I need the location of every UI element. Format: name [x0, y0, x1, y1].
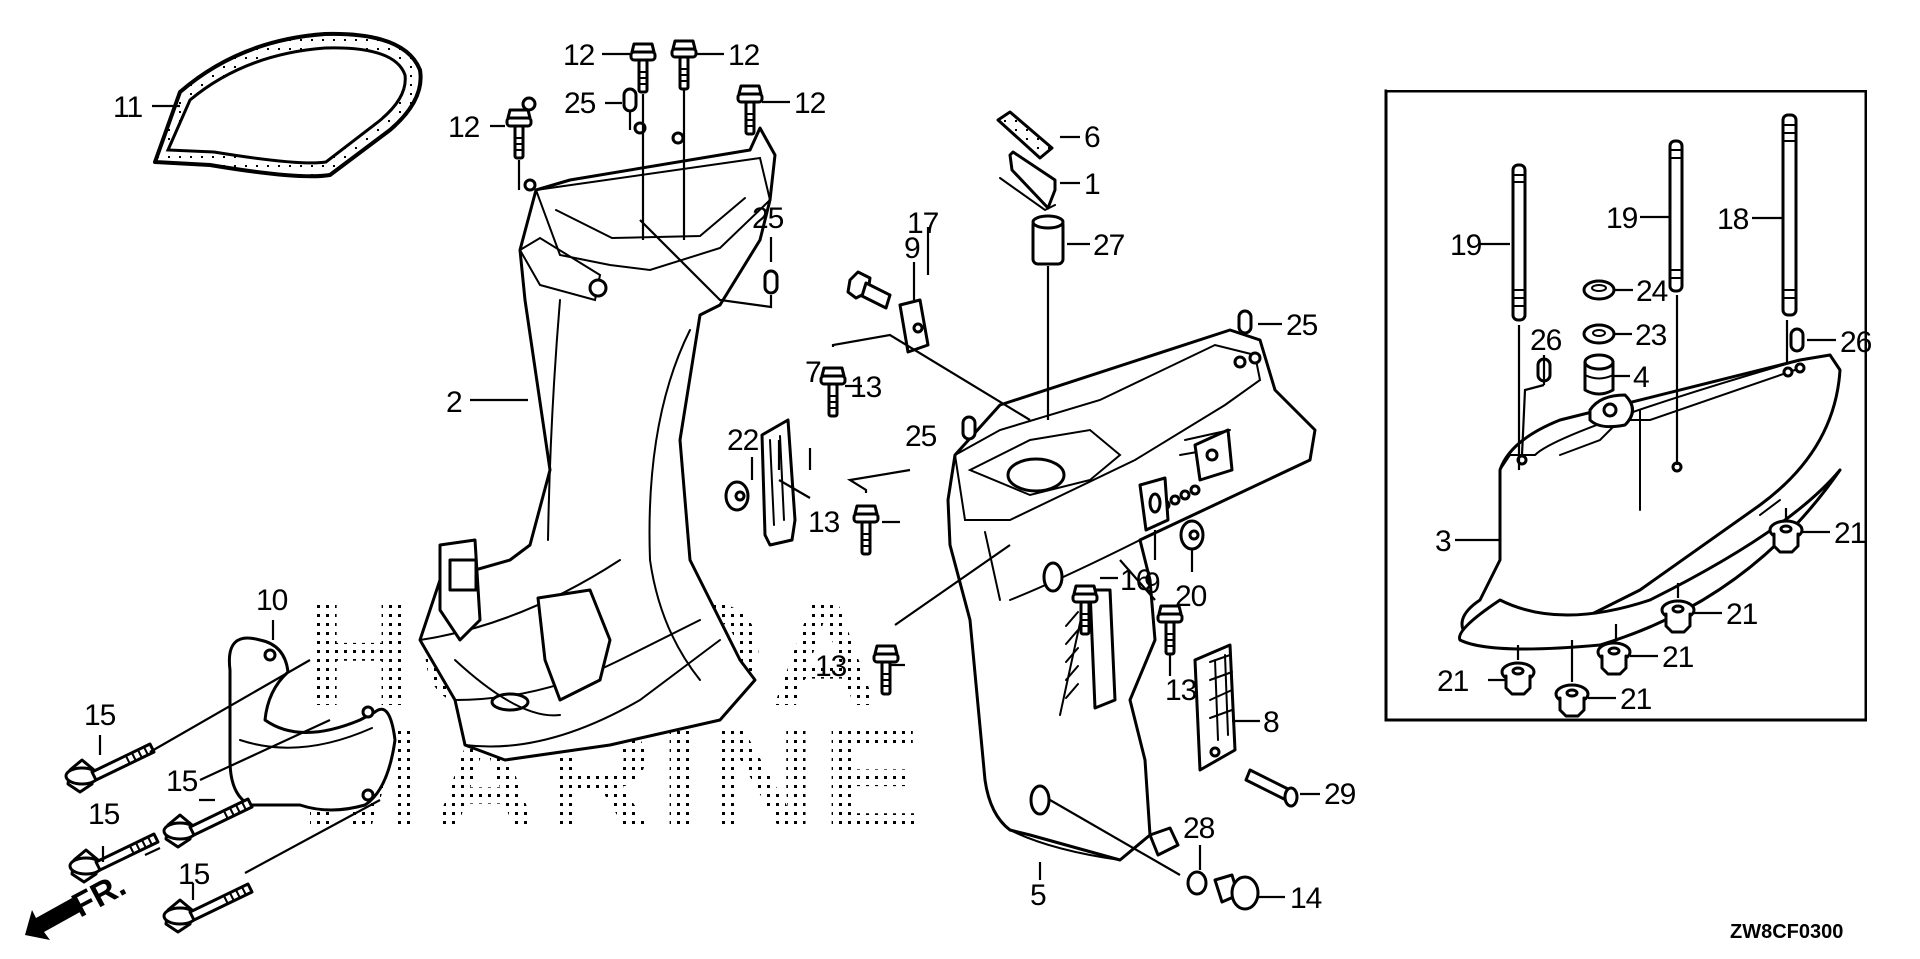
part-21-nut-d[interactable]: [1500, 661, 1536, 696]
part-25-pin-d[interactable]: [961, 415, 977, 441]
callout-12[interactable]: 12: [448, 111, 481, 144]
callout-13[interactable]: 13: [815, 650, 848, 683]
callout-21[interactable]: 21: [1726, 598, 1759, 631]
part-21-nut-c[interactable]: [1596, 641, 1632, 676]
callout-25[interactable]: 25: [905, 420, 938, 453]
callout-22[interactable]: 22: [727, 424, 760, 457]
callout-21[interactable]: 21: [1662, 641, 1695, 674]
callout-1[interactable]: 1: [1084, 168, 1101, 201]
callout-15[interactable]: 15: [166, 765, 199, 798]
callout-5[interactable]: 5: [1030, 879, 1047, 912]
leader-lines: [98, 52, 1836, 900]
callout-25[interactable]: 25: [564, 87, 597, 120]
part-19-stud-b[interactable]: [1668, 139, 1684, 293]
part-21-nut-e[interactable]: [1554, 683, 1590, 718]
part-9-plate-b[interactable]: [1138, 476, 1170, 532]
callout-29[interactable]: 29: [1324, 778, 1357, 811]
part-15-bolt-b[interactable]: [162, 797, 254, 849]
callout-25[interactable]: 25: [752, 202, 785, 235]
part-12-bolt-a[interactable]: [629, 42, 657, 94]
part-27-collar[interactable]: [1031, 214, 1065, 266]
part-24-washer[interactable]: [1582, 279, 1616, 301]
callout-20[interactable]: 20: [1175, 580, 1208, 613]
callout-28[interactable]: 28: [1183, 812, 1216, 845]
figure-code: ZW8CF0300: [1730, 921, 1843, 943]
callout-19[interactable]: 19: [1606, 202, 1639, 235]
part-28-washer[interactable]: [1186, 870, 1208, 896]
callout-19[interactable]: 19: [1450, 229, 1483, 262]
callout-24[interactable]: 24: [1636, 275, 1669, 308]
part-22-nut[interactable]: [724, 480, 750, 512]
callout-25[interactable]: 25: [1286, 309, 1319, 342]
part-20-nut[interactable]: [1179, 519, 1205, 551]
callout-18[interactable]: 18: [1717, 203, 1750, 236]
part-25-pin-c[interactable]: [1237, 309, 1253, 335]
part-14-plug[interactable]: [1213, 873, 1260, 911]
callout-27[interactable]: 27: [1093, 229, 1126, 262]
part-3-under-case-inset[interactable]: [1458, 353, 1842, 651]
part-10-bracket[interactable]: [227, 636, 397, 812]
callout-8[interactable]: 8: [1263, 706, 1280, 739]
front-arrow-icon: [25, 898, 80, 940]
part-12-bolt-d[interactable]: [505, 108, 533, 160]
callout-21[interactable]: 21: [1620, 683, 1653, 716]
part-13-bolt-a[interactable]: [819, 366, 847, 418]
callout-11[interactable]: 11: [113, 91, 143, 124]
callout-6[interactable]: 6: [1084, 121, 1101, 154]
part-26-pin-b[interactable]: [1789, 327, 1805, 353]
part-23-washer[interactable]: [1582, 323, 1616, 345]
callout-13[interactable]: 13: [1165, 674, 1198, 707]
callout-21[interactable]: 21: [1834, 517, 1867, 550]
callout-10[interactable]: 10: [256, 584, 289, 617]
callout-13[interactable]: 13: [850, 371, 883, 404]
part-21-nut-a[interactable]: [1768, 519, 1804, 554]
part-25-pin-b[interactable]: [763, 269, 779, 295]
part-11-gasket[interactable]: [153, 31, 423, 179]
callout-12[interactable]: 12: [563, 39, 596, 72]
callout-7[interactable]: 7: [805, 356, 822, 389]
callout-13[interactable]: 13: [808, 506, 841, 539]
part-29-screw[interactable]: [1244, 768, 1299, 808]
callout-labels: 11 12 12 12 12 25 25 25 25 2 6 1 27 17 9…: [84, 39, 1873, 915]
callout-15[interactable]: 15: [84, 699, 117, 732]
callout-9[interactable]: 9: [1144, 567, 1161, 600]
part-5-under-case[interactable]: [946, 328, 1317, 862]
callout-4[interactable]: 4: [1633, 361, 1650, 394]
part-6-rubber[interactable]: [996, 110, 1054, 160]
inset-panel-frame: [1384, 89, 1868, 722]
part-9-plate-a[interactable]: [898, 298, 930, 354]
part-12-bolt-c[interactable]: [736, 84, 764, 136]
callout-15[interactable]: 15: [178, 858, 211, 891]
callout-26[interactable]: 26: [1530, 324, 1563, 357]
part-18-stud[interactable]: [1781, 113, 1798, 317]
part-13-bolt-d[interactable]: [1156, 604, 1184, 656]
part-12-bolt-b[interactable]: [670, 39, 698, 91]
part-15-bolt-d[interactable]: [162, 882, 254, 934]
part-1-mount[interactable]: [999, 150, 1057, 212]
part-25-pin-a[interactable]: [622, 87, 638, 113]
callout-23[interactable]: 23: [1635, 319, 1668, 352]
part-17-bolt[interactable]: [846, 270, 892, 310]
part-4-collar[interactable]: [1583, 353, 1615, 396]
callout-21[interactable]: 21: [1437, 665, 1470, 698]
callout-12[interactable]: 12: [728, 39, 761, 72]
part-15-bolt-a[interactable]: [64, 742, 156, 794]
callout-3[interactable]: 3: [1435, 525, 1452, 558]
callout-26[interactable]: 26: [1840, 326, 1873, 359]
callout-2[interactable]: 2: [446, 386, 463, 419]
callout-15[interactable]: 15: [88, 798, 121, 831]
callout-17[interactable]: 17: [907, 207, 940, 240]
part-13-bolt-b[interactable]: [852, 504, 880, 556]
callout-9[interactable]: 9: [904, 232, 921, 265]
part-8-water-screen[interactable]: [1193, 643, 1237, 772]
callout-14[interactable]: 14: [1290, 882, 1323, 915]
callout-16[interactable]: 16: [1120, 564, 1153, 597]
part-7-water-screen[interactable]: [760, 418, 797, 547]
part-21-nut-b[interactable]: [1660, 599, 1696, 634]
callout-12[interactable]: 12: [794, 87, 827, 120]
part-19-stud-a[interactable]: [1511, 163, 1527, 322]
part-2-extension-case[interactable]: [418, 96, 777, 762]
